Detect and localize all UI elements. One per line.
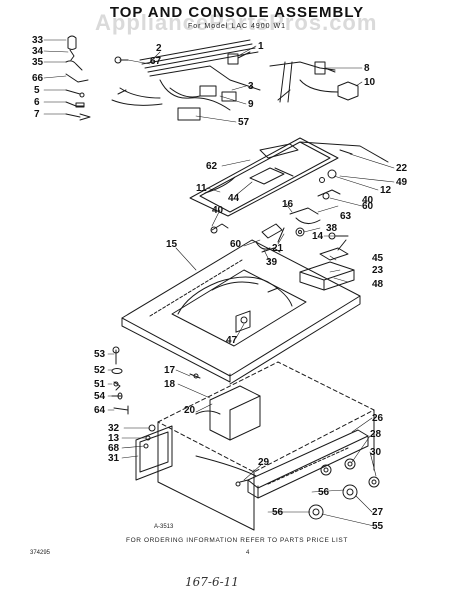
callout-6: 6 <box>34 97 40 108</box>
callout-56: 56 <box>318 487 330 498</box>
diagram-title: TOP AND CONSOLE ASSEMBLY <box>109 4 365 21</box>
diagram-subtitle: For Model LAC 4900 W1 <box>187 23 287 30</box>
callout-39: 39 <box>266 257 278 268</box>
callout-18: 18 <box>164 379 176 390</box>
callout-15: 15 <box>166 239 178 250</box>
console-lid-frame <box>189 137 389 217</box>
callout-60b: 60 <box>230 239 242 250</box>
callout-11: 11 <box>196 183 207 194</box>
callout-29: 29 <box>258 457 270 468</box>
callout-40: 40 <box>362 195 374 206</box>
callout-23: 23 <box>372 265 384 276</box>
callout-27: 27 <box>372 507 384 518</box>
callout-66: 66 <box>32 73 44 84</box>
callout-34: 34 <box>32 46 44 57</box>
callout-67: 67 <box>150 56 162 67</box>
callout-52: 52 <box>94 365 106 376</box>
callout-64: 64 <box>94 405 106 416</box>
cabinet-lower <box>157 361 375 531</box>
callout-62: 62 <box>206 161 218 172</box>
callout-31: 31 <box>108 453 120 464</box>
small-fasteners-lower-left <box>111 346 201 415</box>
callout-55: 55 <box>372 521 384 532</box>
page-mark: 4 <box>246 550 250 556</box>
callout-54: 54 <box>94 391 106 402</box>
callout-5: 5 <box>34 85 40 96</box>
washer-top-panel <box>121 239 361 385</box>
callout-16: 16 <box>282 199 294 210</box>
callout-21: 21 <box>272 243 284 254</box>
callout-49: 49 <box>396 177 408 188</box>
callout-33: 33 <box>32 35 44 46</box>
callout-2: 2 <box>156 43 162 54</box>
callout-44: 44 <box>228 193 240 204</box>
callout-7: 7 <box>34 109 40 120</box>
callout-26: 26 <box>372 413 384 424</box>
callout-35: 35 <box>32 57 44 68</box>
console-control-panel <box>235 429 380 520</box>
callout-17: 17 <box>164 365 176 376</box>
timer-bracket <box>195 310 261 441</box>
callout-63: 63 <box>340 211 352 222</box>
diagram-code: A-3513 <box>154 524 174 530</box>
callout-1: 1 <box>258 41 264 52</box>
callout-48: 48 <box>372 279 384 290</box>
small-fasteners-top-left <box>65 35 91 121</box>
wire-harness-main <box>111 39 261 121</box>
callout-40b: 40 <box>212 205 224 216</box>
callout-22: 22 <box>396 163 408 174</box>
callout-10: 10 <box>364 77 376 88</box>
callout-47: 47 <box>226 335 238 346</box>
callout-13: 13 <box>108 433 120 444</box>
callout-14: 14 <box>312 231 324 242</box>
callout-51: 51 <box>94 379 106 390</box>
callout-68: 68 <box>108 443 120 454</box>
callout-38: 38 <box>326 223 338 234</box>
callout-45: 45 <box>372 253 384 264</box>
callout-60: 60 <box>362 201 374 212</box>
callout-53: 53 <box>94 349 106 360</box>
callout-56b: 56 <box>272 507 284 518</box>
console-end-bracket <box>135 424 173 481</box>
callout-32: 32 <box>108 423 120 434</box>
callout-9: 9 <box>248 99 254 110</box>
callout-8: 8 <box>364 63 370 74</box>
callout-30: 30 <box>370 447 382 458</box>
leader-lines <box>43 39 395 527</box>
callout-12: 12 <box>380 185 392 196</box>
callout-3: 3 <box>248 81 254 92</box>
callout-28: 28 <box>370 429 382 440</box>
ordering-note: FOR ORDERING INFORMATION REFER TO PARTS … <box>126 537 348 544</box>
callout-20: 20 <box>184 405 196 416</box>
callout-57: 57 <box>238 117 250 128</box>
switch-housing <box>299 239 355 291</box>
wire-harness-right <box>269 61 359 103</box>
form-number: 374295 <box>30 550 51 556</box>
handwritten-note: 167-6-11 <box>185 575 239 589</box>
